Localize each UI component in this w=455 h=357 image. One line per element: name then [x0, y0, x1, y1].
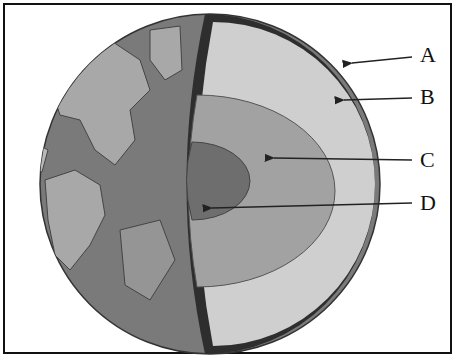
layer-letter: D [420, 190, 436, 216]
leader-lines [212, 57, 412, 208]
leader-line [352, 57, 412, 63]
globe-surface [40, 14, 380, 354]
layer-letter: C [420, 147, 435, 173]
continent [45, 170, 105, 270]
continent [30, 140, 48, 172]
leader-line [344, 98, 412, 100]
frame [4, 4, 451, 353]
layer-letter: B [420, 84, 435, 110]
continent [150, 26, 182, 80]
leader-line [274, 158, 412, 160]
continent [120, 220, 175, 300]
layer-letter: A [420, 42, 436, 68]
continents [30, 26, 182, 300]
crust-layer [187, 14, 376, 354]
continent [50, 40, 150, 165]
leader-line [212, 203, 412, 208]
